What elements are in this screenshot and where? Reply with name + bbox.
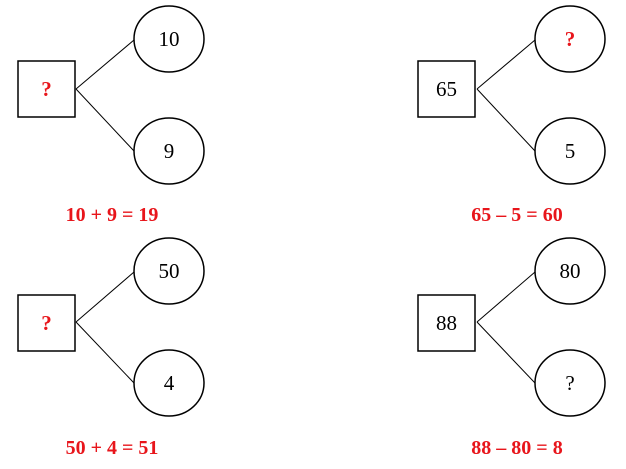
- part-bottom-value: 9: [164, 139, 175, 163]
- part-top-value: 10: [159, 27, 180, 51]
- number-bond-1: ? 10 9 10 + 9 = 19: [17, 5, 205, 226]
- part-bottom-value: 4: [164, 371, 175, 395]
- part-bottom-circle: [133, 349, 205, 417]
- part-top-circle: [133, 237, 205, 305]
- equation: 10 + 9 = 19: [66, 204, 159, 226]
- part-bottom-circle: [133, 117, 205, 185]
- equation: 50 + 4 = 51: [66, 437, 159, 459]
- connector-top: [75, 39, 135, 90]
- part-top-value: 50: [159, 259, 180, 283]
- number-bond-4: 88 80 ? 88 – 80 = 8: [417, 237, 606, 459]
- whole-value: 65: [436, 77, 457, 101]
- part-top-value: ?: [565, 27, 576, 51]
- connector-bottom: [476, 321, 536, 384]
- connector-top: [75, 271, 135, 323]
- whole-box: [417, 294, 476, 352]
- part-top-circle: [534, 5, 606, 73]
- whole-value: ?: [41, 311, 52, 335]
- part-bottom-value: 5: [565, 139, 576, 163]
- equation: 65 – 5 = 60: [471, 204, 562, 226]
- connector-bottom: [476, 88, 536, 152]
- part-bottom-circle: [534, 349, 606, 417]
- part-top-circle: [133, 5, 205, 73]
- connector-bottom: [75, 321, 135, 384]
- part-top-value: 80: [560, 259, 581, 283]
- connector-bottom: [75, 88, 135, 152]
- whole-value: 88: [436, 311, 457, 335]
- connector-top: [476, 271, 536, 323]
- number-bond-2: 65 ? 5 65 – 5 = 60: [417, 5, 606, 226]
- part-bottom-value: ?: [565, 371, 574, 395]
- part-top-circle: [534, 237, 606, 305]
- part-bottom-circle: [534, 117, 606, 185]
- whole-box: [417, 60, 476, 118]
- connector-top: [476, 39, 536, 90]
- whole-box: [17, 294, 76, 352]
- number-bond-3: ? 50 4 50 + 4 = 51: [17, 237, 205, 459]
- whole-box: [17, 60, 76, 118]
- whole-value: ?: [41, 77, 52, 101]
- equation: 88 – 80 = 8: [471, 437, 562, 459]
